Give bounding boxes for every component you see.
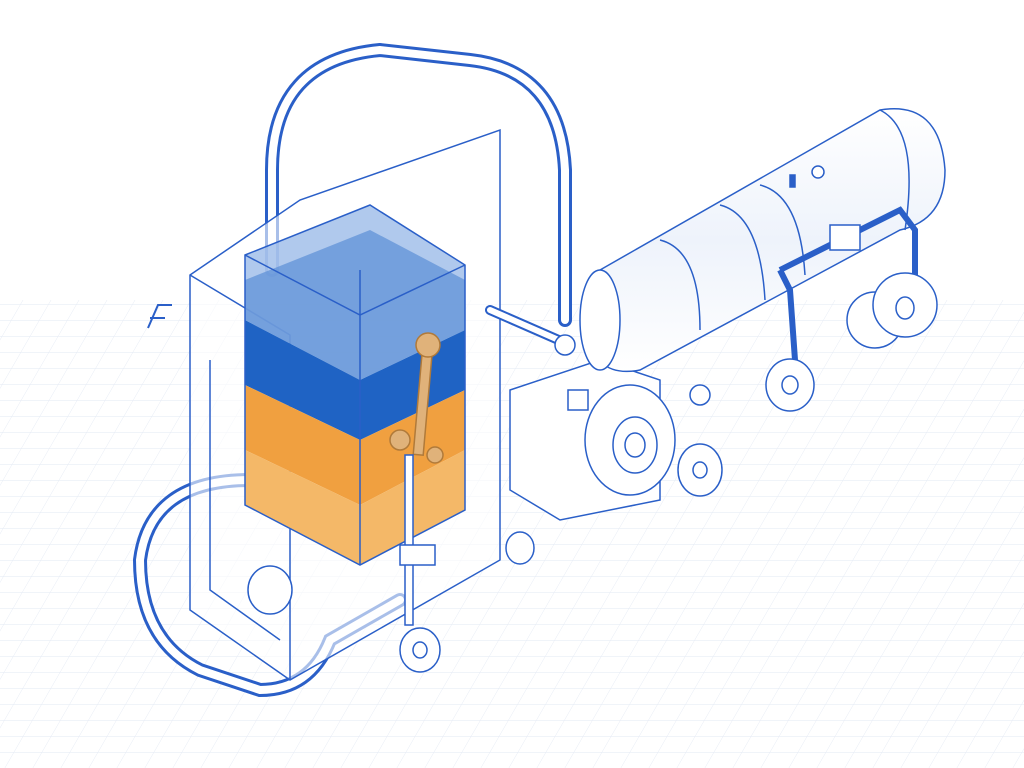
right-linkage <box>765 206 938 412</box>
valve <box>567 384 711 411</box>
wheel <box>505 531 535 565</box>
corner-mark <box>147 304 172 329</box>
pump-body <box>509 359 723 521</box>
cylinder-motor <box>579 108 946 373</box>
fluid-tank <box>244 204 466 566</box>
lever <box>389 332 444 464</box>
bottom-linkage <box>247 454 535 673</box>
wheel <box>247 565 293 615</box>
